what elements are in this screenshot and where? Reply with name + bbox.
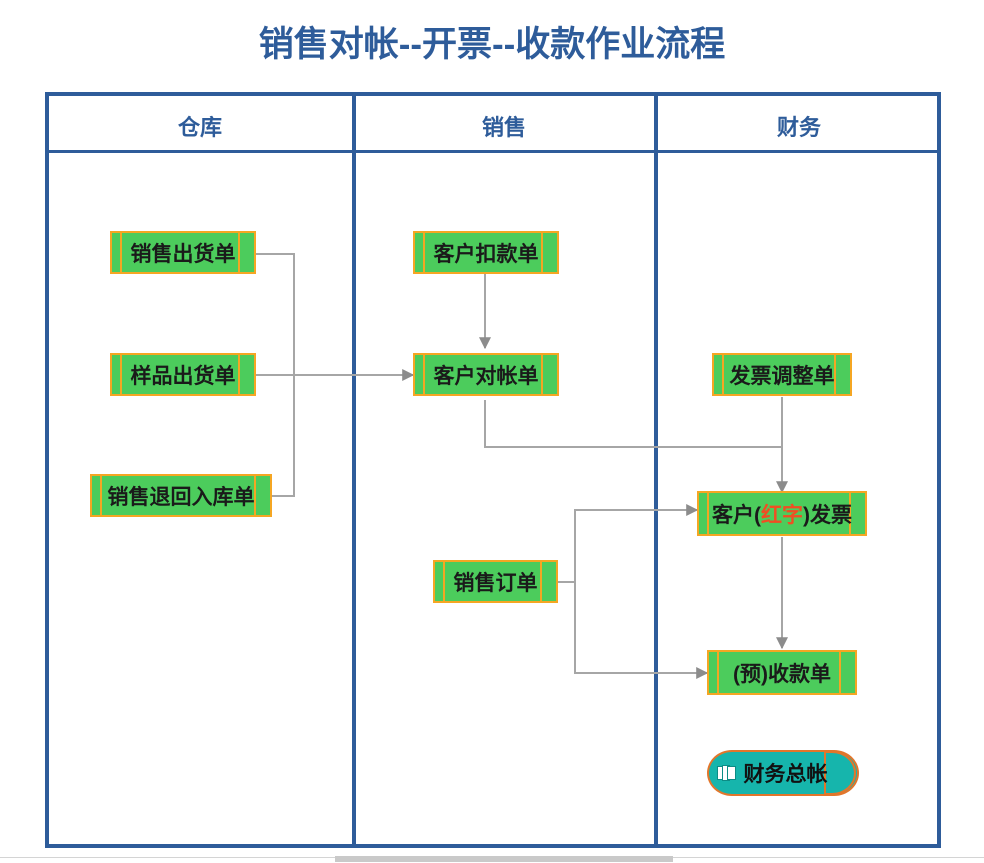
node-label-part-prefix: 客户( bbox=[712, 503, 761, 527]
swimlane-divider-2 bbox=[654, 94, 658, 846]
node-customer-invoice[interactable]: 客户(红字)发票 bbox=[697, 491, 867, 536]
swimlane-frame bbox=[45, 92, 941, 848]
node-label: 销售出货单 bbox=[130, 242, 236, 266]
node-customer-statement[interactable]: 客户对帐单 bbox=[413, 353, 559, 396]
node-label: (预)收款单 bbox=[733, 662, 831, 686]
node-receipt-note[interactable]: (预)收款单 bbox=[707, 650, 857, 695]
swimlane-header-finance: 财务 bbox=[776, 115, 821, 140]
node-label-part-highlight: 红字 bbox=[761, 503, 803, 527]
window-chrome-strip bbox=[0, 855, 984, 863]
node-sales-delivery[interactable]: 销售出货单 bbox=[110, 231, 256, 274]
node-sales-order[interactable]: 销售订单 bbox=[433, 560, 558, 603]
node-label: 客户对帐单 bbox=[433, 364, 539, 388]
node-label: 发票调整单 bbox=[729, 364, 835, 388]
swimlane-header-sales: 销售 bbox=[481, 115, 526, 140]
chrome-hairline-left bbox=[0, 857, 335, 858]
swimlane-header-rule bbox=[45, 150, 941, 153]
chrome-hairline-right bbox=[673, 857, 984, 858]
node-label: 财务总帐 bbox=[743, 763, 828, 786]
page-title: 销售对帐--开票--收款作业流程 bbox=[258, 25, 726, 64]
node-label: 销售退回入库单 bbox=[107, 485, 255, 509]
node-invoice-adjustment[interactable]: 发票调整单 bbox=[712, 353, 852, 396]
swimlane-divider-1 bbox=[352, 94, 356, 846]
node-label: 样品出货单 bbox=[130, 364, 236, 388]
node-sample-delivery[interactable]: 样品出货单 bbox=[110, 353, 256, 396]
node-label-composite: 客户(红字)发票 bbox=[706, 499, 858, 529]
cylinder-cap bbox=[824, 751, 856, 795]
node-label: 客户扣款单 bbox=[433, 242, 539, 266]
node-general-ledger[interactable]: 财务总帐 bbox=[707, 750, 859, 796]
node-label-part-suffix: )发票 bbox=[803, 503, 852, 527]
node-sales-return[interactable]: 销售退回入库单 bbox=[90, 474, 272, 517]
pages-icon bbox=[716, 764, 737, 782]
node-label: 销售订单 bbox=[453, 571, 538, 595]
swimlane-header-warehouse: 仓库 bbox=[177, 115, 222, 140]
node-customer-deduction[interactable]: 客户扣款单 bbox=[413, 231, 559, 274]
chrome-bar bbox=[335, 856, 673, 862]
